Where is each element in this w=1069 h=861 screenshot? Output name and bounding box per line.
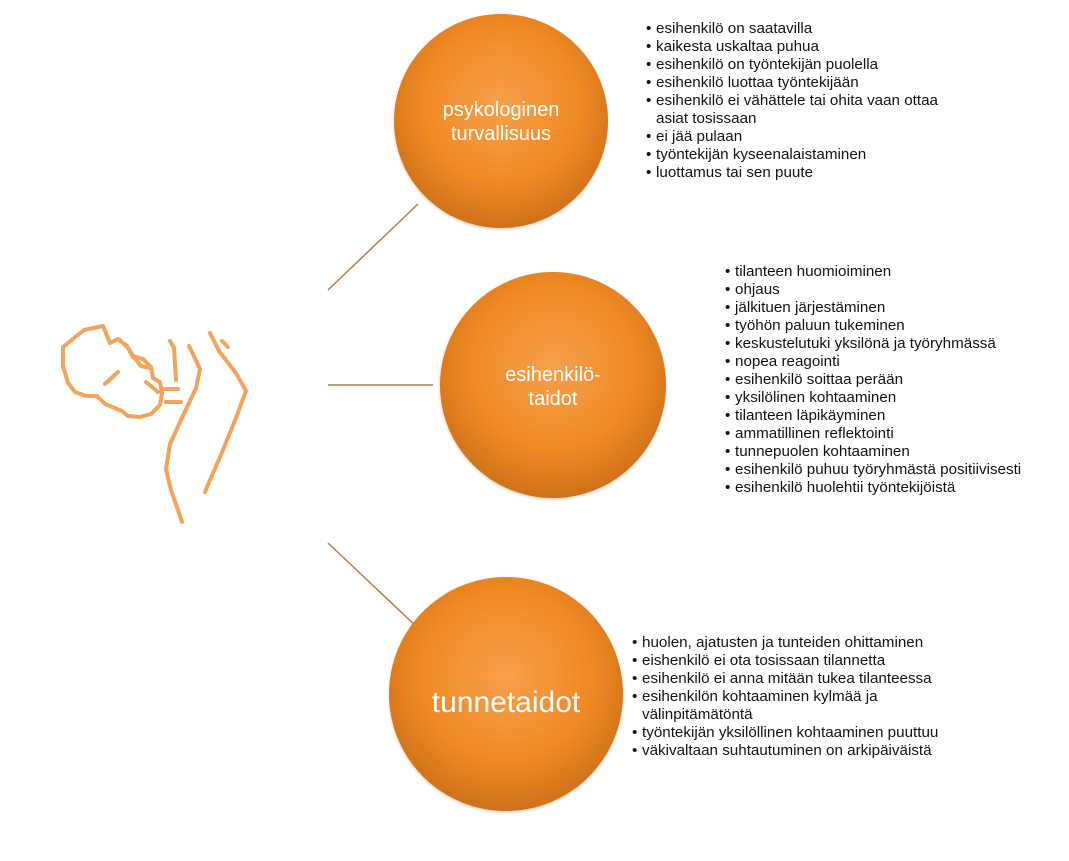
list-item: esihenkilö soittaa perään bbox=[725, 371, 1045, 389]
list-item: kaikesta uskaltaa puhua bbox=[646, 38, 966, 56]
list-item: huolen, ajatusten ja tunteiden ohittamin… bbox=[632, 634, 962, 652]
list-item: työntekijän kyseenalaistaminen bbox=[646, 146, 966, 164]
label-esihenkilotaidot: esihenkilö- taidot bbox=[488, 364, 618, 411]
list-tunnetaidot: huolen, ajatusten ja tunteiden ohittamin… bbox=[632, 634, 962, 760]
list-item: työhön paluun tukeminen bbox=[725, 317, 1045, 335]
list-item: tilanteen huomioiminen bbox=[725, 263, 1045, 281]
list-item: esihenkilön kohtaaminen kylmää ja välinp… bbox=[632, 688, 962, 724]
list-item: esihenkilö puhuu työryhmästä positiivise… bbox=[725, 461, 1045, 479]
list-item: esihenkilö on työntekijän puolella bbox=[646, 56, 966, 74]
list-item: ei jää pulaan bbox=[646, 128, 966, 146]
list-item: esihenkilö ei anna mitään tukea tilantee… bbox=[632, 670, 962, 688]
list-item: tilanteen läpikäyminen bbox=[725, 407, 1045, 425]
list-item: esihenkilö on saatavilla bbox=[646, 20, 966, 38]
label-esihenkilotaidot-line-1: esihenkilö- bbox=[505, 364, 601, 386]
label-tunnetaidot-line-1: tunnetaidot bbox=[431, 686, 581, 719]
list-item: väkivaltaan suhtautuminen on arkipäiväis… bbox=[632, 742, 962, 760]
connector-top bbox=[327, 203, 419, 291]
label-psykologinen-turvallisuus: psykologinen turvallisuus bbox=[421, 99, 581, 146]
list-item: tunnepuolen kohtaaminen bbox=[725, 443, 1045, 461]
list-item: nopea reagointi bbox=[725, 353, 1045, 371]
label-psykologinen-line-2: turvallisuus bbox=[450, 122, 552, 145]
list-item: työntekijän yksilöllinen kohtaaminen puu… bbox=[632, 724, 962, 742]
circle-esihenkilotaidot bbox=[440, 272, 666, 498]
circle-tunnetaidot bbox=[389, 577, 623, 811]
circle-psykologinen-turvallisuus bbox=[394, 14, 608, 228]
list-item: ohjaus bbox=[725, 281, 1045, 299]
list-item: esihenkilö luottaa työntekijään bbox=[646, 74, 966, 92]
list-item: jälkituen järjestäminen bbox=[725, 299, 1045, 317]
list-item: esihenkilö ei vähättele tai ohita vaan o… bbox=[646, 92, 966, 128]
list-item: eishenkilö ei ota tosissaan tilannetta bbox=[632, 652, 962, 670]
list-item: yksilölinen kohtaaminen bbox=[725, 389, 1045, 407]
label-tunnetaidot: tunnetaidot bbox=[403, 685, 609, 720]
label-esihenkilotaidot-line-2: taidot bbox=[528, 387, 578, 410]
list-psykologinen-turvallisuus: esihenkilö on saatavilla kaikesta uskalt… bbox=[646, 20, 966, 182]
list-item: esihenkilö huolehtii työntekijöistä bbox=[725, 479, 1045, 497]
list-item: ammatillinen reflektointi bbox=[725, 425, 1045, 443]
connector-bottom bbox=[327, 542, 419, 629]
fist-and-hand-icon bbox=[61, 324, 248, 524]
list-esihenkilotaidot: tilanteen huomioiminen ohjaus jälkituen … bbox=[725, 263, 1045, 497]
label-psykologinen-line-1: psykologinen bbox=[442, 99, 560, 121]
list-item: luottamus tai sen puute bbox=[646, 164, 966, 182]
list-item: keskustelutuki yksilönä ja työryhmässä bbox=[725, 335, 1045, 353]
